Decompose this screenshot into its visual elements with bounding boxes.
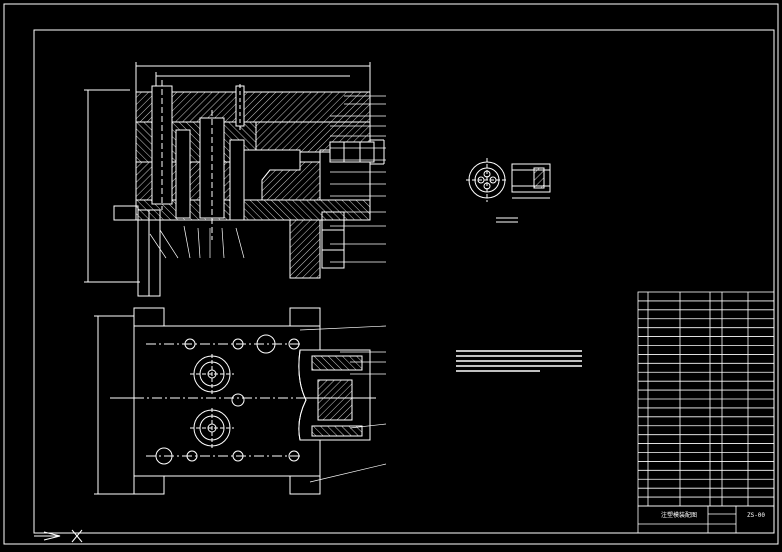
ucs-icon (34, 529, 83, 543)
title-block-title: 注塑模装配图 (660, 512, 697, 519)
title-block (637, 505, 775, 534)
bill-of-materials-table (637, 291, 775, 507)
front-section-view (84, 62, 386, 297)
drawing-frame (3, 3, 779, 545)
technical-notes (456, 350, 582, 372)
plan-view (94, 307, 387, 495)
part-detail-view (466, 158, 551, 223)
title-block-drawing-no: ZS-00 (746, 512, 766, 519)
